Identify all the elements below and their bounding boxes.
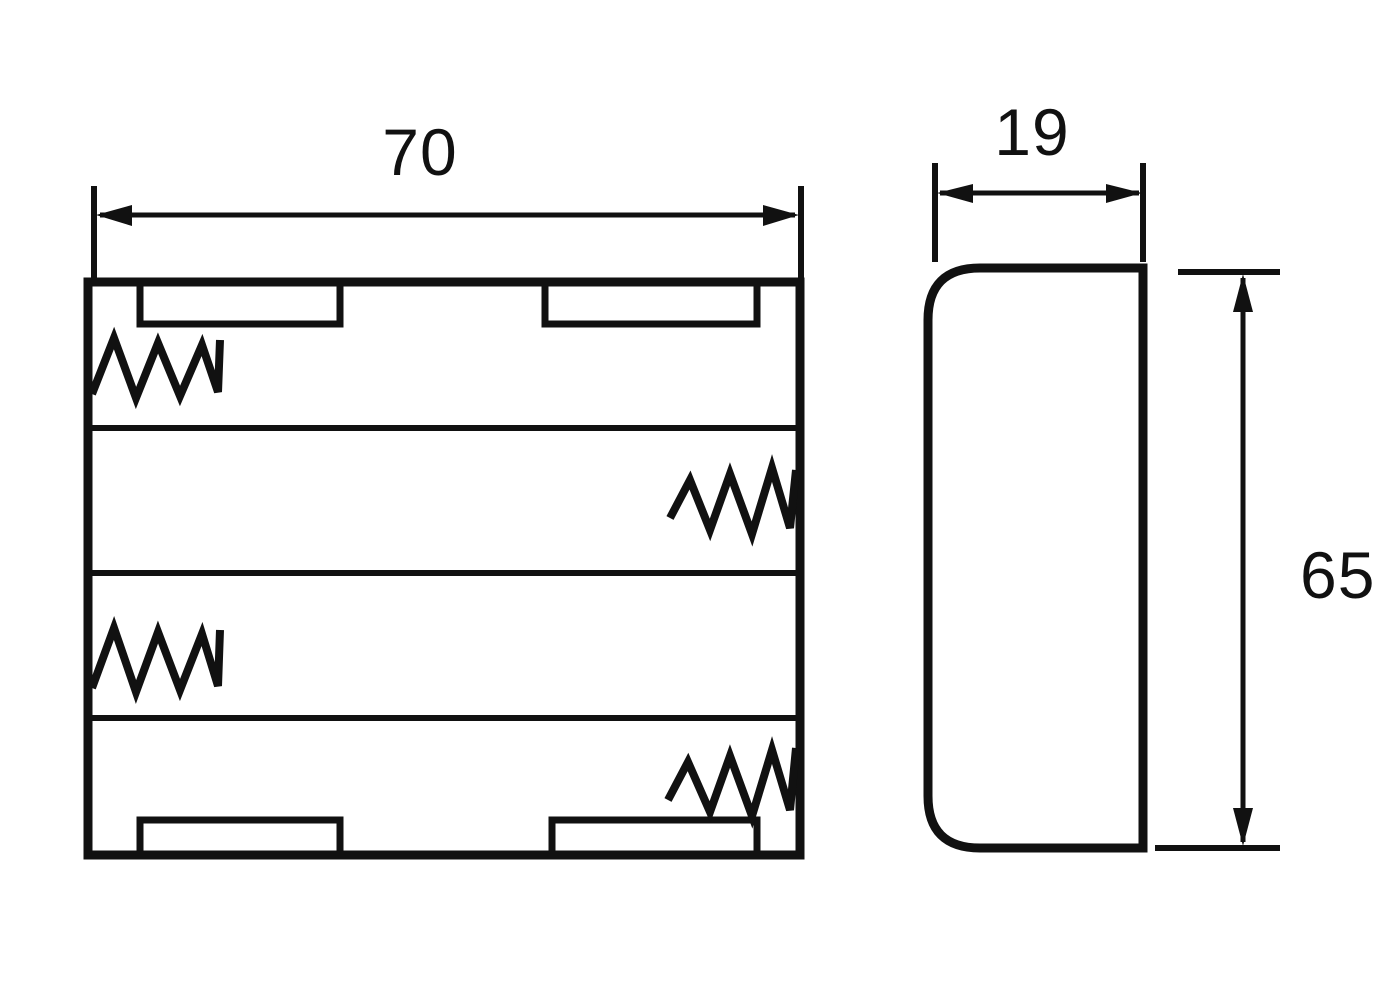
height-dimension-label: 65 [1300, 538, 1375, 612]
bottom-slot-right [548, 816, 761, 853]
width-arrow-left-icon [96, 205, 132, 226]
depth-arrow-left-icon [937, 184, 973, 203]
side-view [923, 263, 1148, 853]
height-arrow-bottom-icon [1233, 808, 1253, 846]
height-arrow-top-icon [1233, 274, 1253, 312]
spring-cell-3 [88, 616, 224, 704]
top-slot-left [136, 284, 344, 328]
spring-cell-2 [666, 454, 800, 547]
width-arrow-right-icon [763, 205, 799, 226]
depth-dimension-group: 19 [932, 95, 1146, 262]
depth-dimension-label: 19 [994, 95, 1069, 169]
spring-cell-4 [664, 736, 800, 829]
top-slot-right [541, 284, 761, 328]
front-view-outline [83, 277, 805, 860]
front-view [83, 277, 805, 860]
bottom-slot-left [136, 816, 344, 853]
width-dimension-label: 70 [382, 115, 457, 189]
spring-cell-1 [88, 326, 224, 410]
width-dimension-group: 70 [91, 115, 804, 280]
side-view-outline [923, 263, 1148, 853]
height-dimension-group: 65 [1155, 269, 1375, 851]
depth-arrow-right-icon [1106, 184, 1142, 203]
